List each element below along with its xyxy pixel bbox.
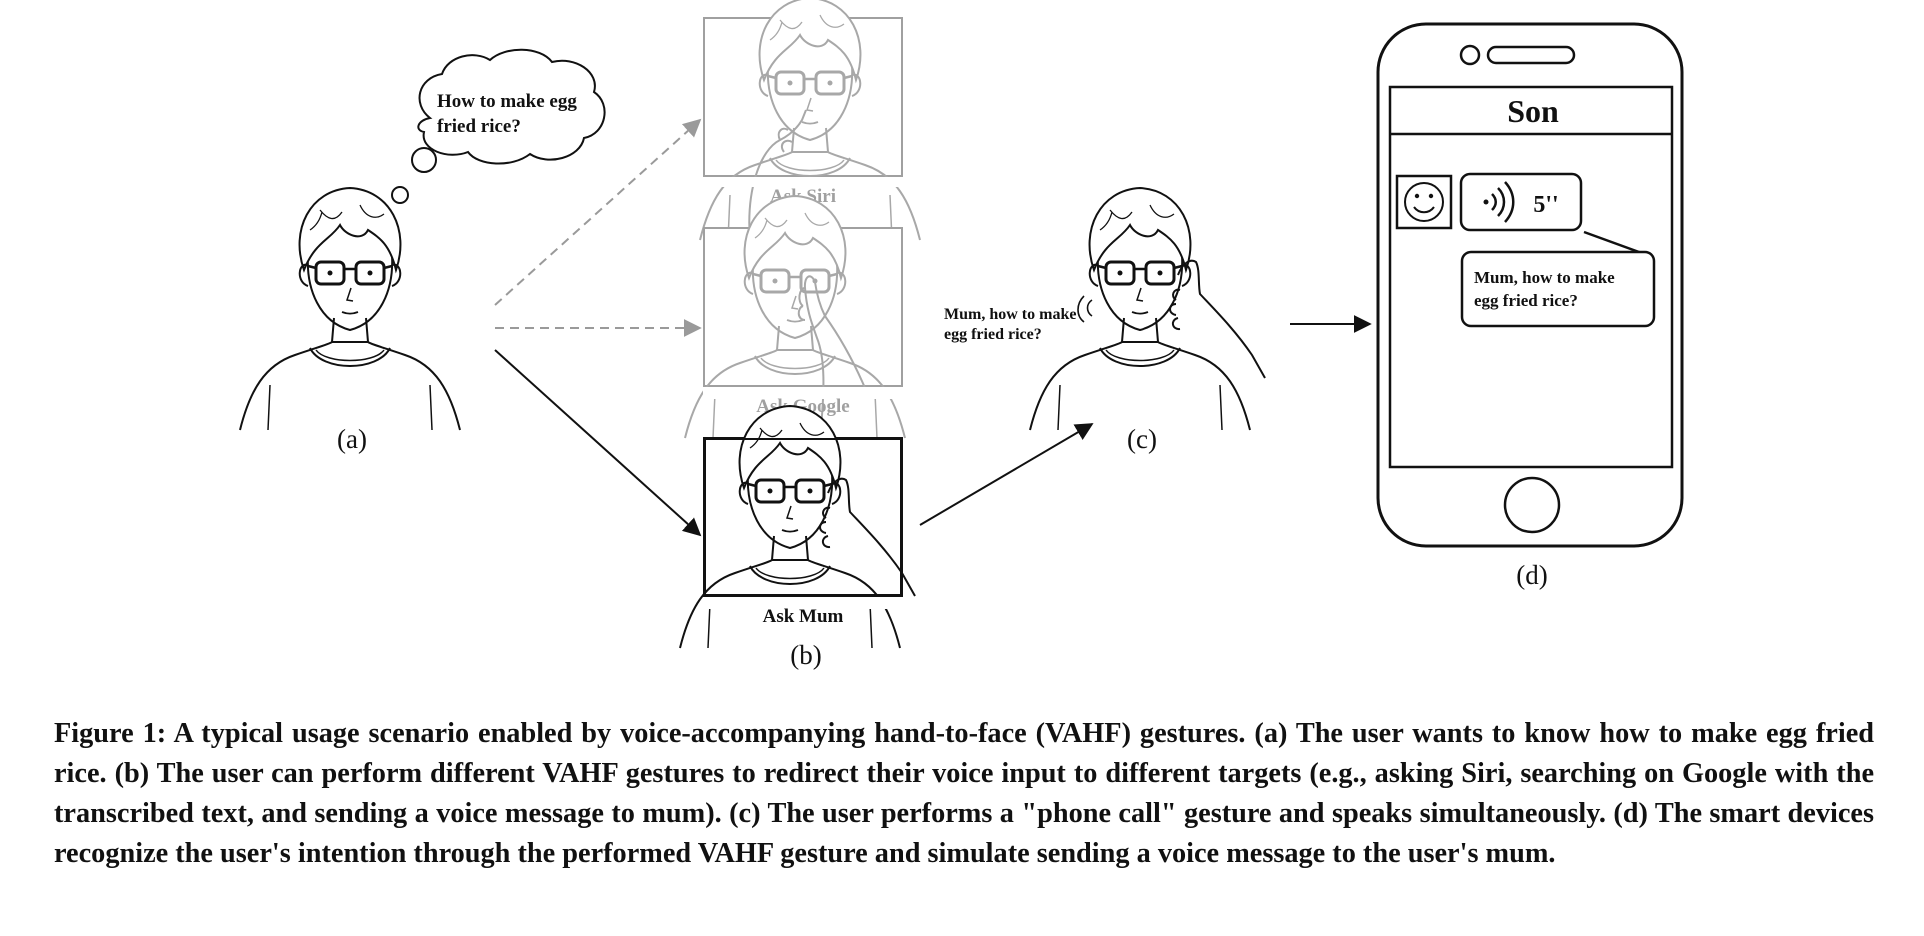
figure-caption: Figure 1: A typical usage scenario enabl…	[54, 718, 1874, 869]
phone-home-button	[1503, 476, 1561, 534]
voice-duration: 5''	[1533, 192, 1558, 218]
arrow-to-mum	[494, 349, 702, 537]
panel-label-a: (a)	[337, 424, 367, 454]
avatar-smiley-icon	[1395, 174, 1453, 230]
phone-camera-icon	[1459, 44, 1481, 66]
panel-label-c: (c)	[1127, 424, 1157, 454]
panel-label-b: (b)	[790, 640, 821, 670]
panel-a-person	[238, 186, 462, 432]
thought-text-line2: fried rice?	[437, 116, 521, 137]
transcript-line1: Mum, how to make	[1474, 268, 1615, 287]
transcript-line2: egg fried rice?	[1474, 291, 1578, 310]
speech-c-line2: egg fried rice?	[944, 326, 1042, 343]
arrow-mum-to-c	[919, 423, 1094, 526]
panel-label-d: (d)	[1516, 560, 1547, 590]
phone-speaker-icon	[1486, 45, 1576, 65]
transcript-bubble: Mum, how to make egg fried rice?	[1460, 250, 1656, 328]
phone-illustration: Son 5'' Mum, how to make egg	[1376, 22, 1684, 548]
option-google: Ask Google	[683, 194, 907, 440]
option-siri: Ask Siri	[698, 0, 922, 242]
arrow-to-siri	[494, 118, 702, 306]
speech-c-line1: Mum, how to make	[944, 306, 1076, 323]
audio-wave-icon	[1483, 181, 1515, 223]
chat-contact-title: Son	[1507, 93, 1559, 129]
thought-text-line1: How to make egg	[437, 91, 577, 112]
option-mum: Ask Mum	[678, 404, 916, 650]
option-label-mum: Ask Mum	[763, 606, 844, 627]
voice-message-bubble[interactable]: 5''	[1459, 172, 1583, 232]
thought-bubble: How to make egg fried rice?	[391, 48, 606, 204]
panel-c-person	[1028, 186, 1266, 432]
